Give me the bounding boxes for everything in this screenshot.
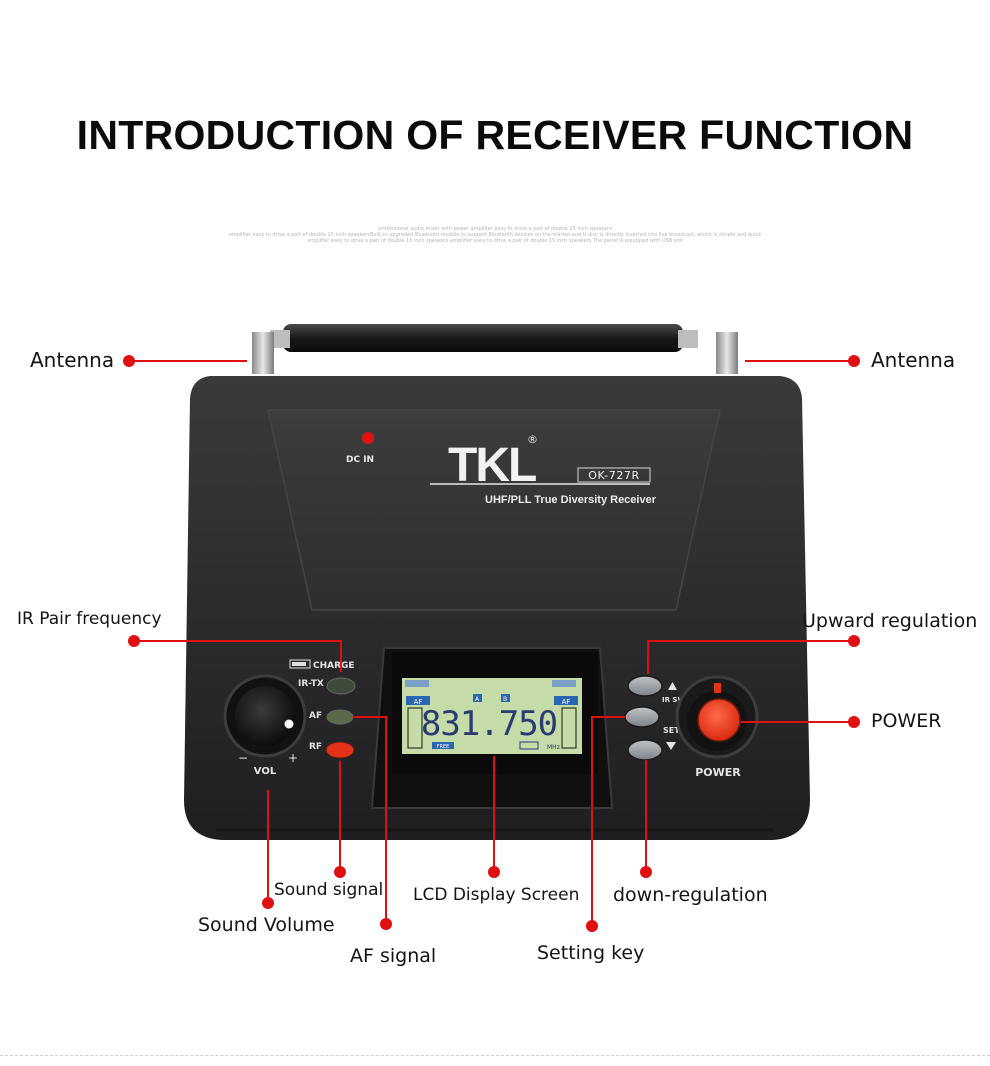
af-label: AF	[309, 711, 322, 721]
model-box	[577, 467, 651, 483]
callout-down-regulation: down-regulation	[613, 884, 768, 906]
fine-print-line-3: amplifier easy to drive a pair of double…	[307, 238, 683, 244]
lcd-b: B	[503, 696, 507, 703]
vol-minus: −	[238, 751, 248, 765]
antenna-assembly	[252, 324, 738, 374]
ir-tx-led	[326, 677, 356, 695]
callout-upward-regulation: Upward regulation	[802, 610, 978, 632]
callout-sound-volume: Sound Volume	[198, 914, 335, 936]
power-button[interactable]	[697, 698, 741, 742]
callout-setting-key: Setting key	[537, 942, 645, 964]
charge-label: CHARGE	[313, 661, 355, 671]
callout-sound-signal: Sound signal	[274, 880, 384, 900]
brand-logo: TKL	[448, 439, 536, 492]
bottom-divider	[0, 1055, 990, 1056]
rf-label: RF	[309, 742, 322, 752]
set-label: SET	[663, 726, 680, 735]
lcd-frequency: 831.750	[421, 704, 557, 744]
vol-label: VOL	[254, 766, 277, 777]
dc-in-label: DC IN	[346, 455, 374, 465]
callout-antenna-left: Antenna	[30, 348, 115, 372]
antenna-post-right	[716, 332, 738, 374]
volume-knob-indicator	[284, 719, 294, 729]
ir-tx-label: IR-TX	[298, 679, 324, 689]
af-led	[326, 709, 354, 725]
dc-in-led	[362, 432, 374, 444]
fine-print-line-2: amplifier easy to drive a pair of double…	[228, 232, 762, 238]
vol-plus: +	[288, 751, 298, 765]
callout-power: POWER	[871, 710, 942, 732]
callout-ir-pair-frequency: IR Pair frequency	[17, 609, 162, 629]
lcd-a: A	[475, 696, 480, 703]
antenna-rod	[283, 324, 683, 352]
fine-print-line-1: professional audio mixer with power ampl…	[378, 226, 612, 232]
power-indicator	[714, 683, 721, 693]
top-trapezoid-panel	[267, 409, 721, 611]
tagline: UHF/PLL True Diversity Receiver	[485, 494, 657, 506]
lcd-af-right: AF	[562, 698, 571, 706]
rf-led	[325, 741, 355, 759]
down-button[interactable]	[627, 739, 663, 761]
lcd-mhz: MHz	[547, 744, 560, 751]
down-arrow-icon	[666, 742, 676, 750]
volume-knob[interactable]	[235, 686, 295, 746]
power-label: POWER	[695, 766, 741, 779]
up-button[interactable]	[627, 675, 663, 697]
antenna-post-left	[252, 332, 274, 374]
callout-lines	[129, 360, 854, 926]
ir-sw-label: IR SW	[662, 696, 685, 704]
antenna-joint-left	[270, 330, 290, 348]
up-arrow-icon	[668, 682, 677, 690]
callout-af-signal: AF signal	[350, 945, 437, 967]
antenna-joint-right	[678, 330, 698, 348]
set-button[interactable]	[624, 706, 660, 728]
lcd-free: FREE	[437, 744, 450, 750]
callout-dots	[123, 355, 860, 932]
callout-lcd-display-screen: LCD Display Screen	[413, 885, 580, 905]
registered-mark: ®	[527, 433, 538, 446]
lcd-af-left: AF	[414, 698, 423, 706]
callout-antenna-right: Antenna	[871, 348, 956, 372]
lcd-display-screen: AF AF A B 831.750 FREE MHz	[370, 647, 614, 809]
lcd-panel	[402, 678, 582, 754]
model-label: OK-727R	[588, 469, 640, 482]
page-title: INTRODUCTION OF RECEIVER FUNCTION	[76, 112, 914, 158]
